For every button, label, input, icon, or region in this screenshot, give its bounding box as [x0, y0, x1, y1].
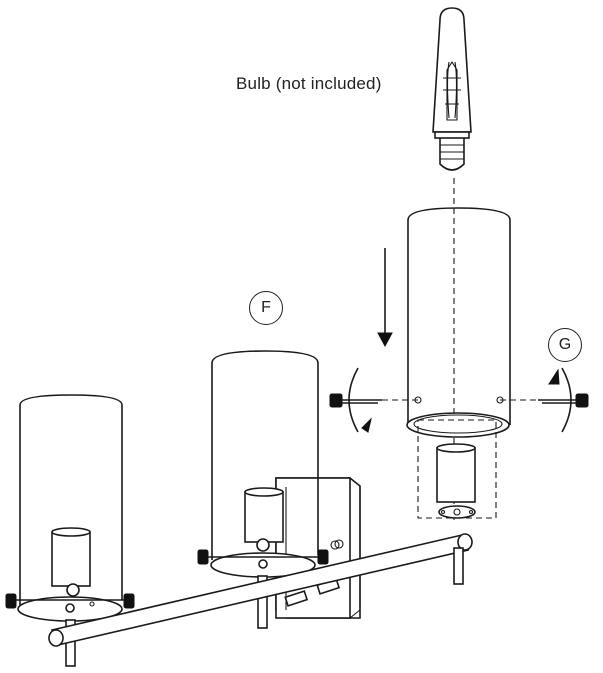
- cross-arm: [48, 533, 473, 647]
- center-fixture: [197, 350, 329, 629]
- down-arrow-icon: [377, 248, 393, 348]
- right-thumbscrew: [538, 367, 589, 433]
- bulb: [432, 7, 472, 171]
- bulb-label: Bulb (not included): [236, 74, 382, 93]
- callout-f-text: F: [261, 299, 271, 316]
- right-fixture-exploded: [329, 7, 589, 520]
- callout-g-text: G: [558, 336, 572, 353]
- callout-g: G: [548, 328, 582, 362]
- callout-f: F: [249, 291, 283, 325]
- left-thumbscrew: [329, 367, 382, 433]
- left-fixture: [5, 394, 135, 667]
